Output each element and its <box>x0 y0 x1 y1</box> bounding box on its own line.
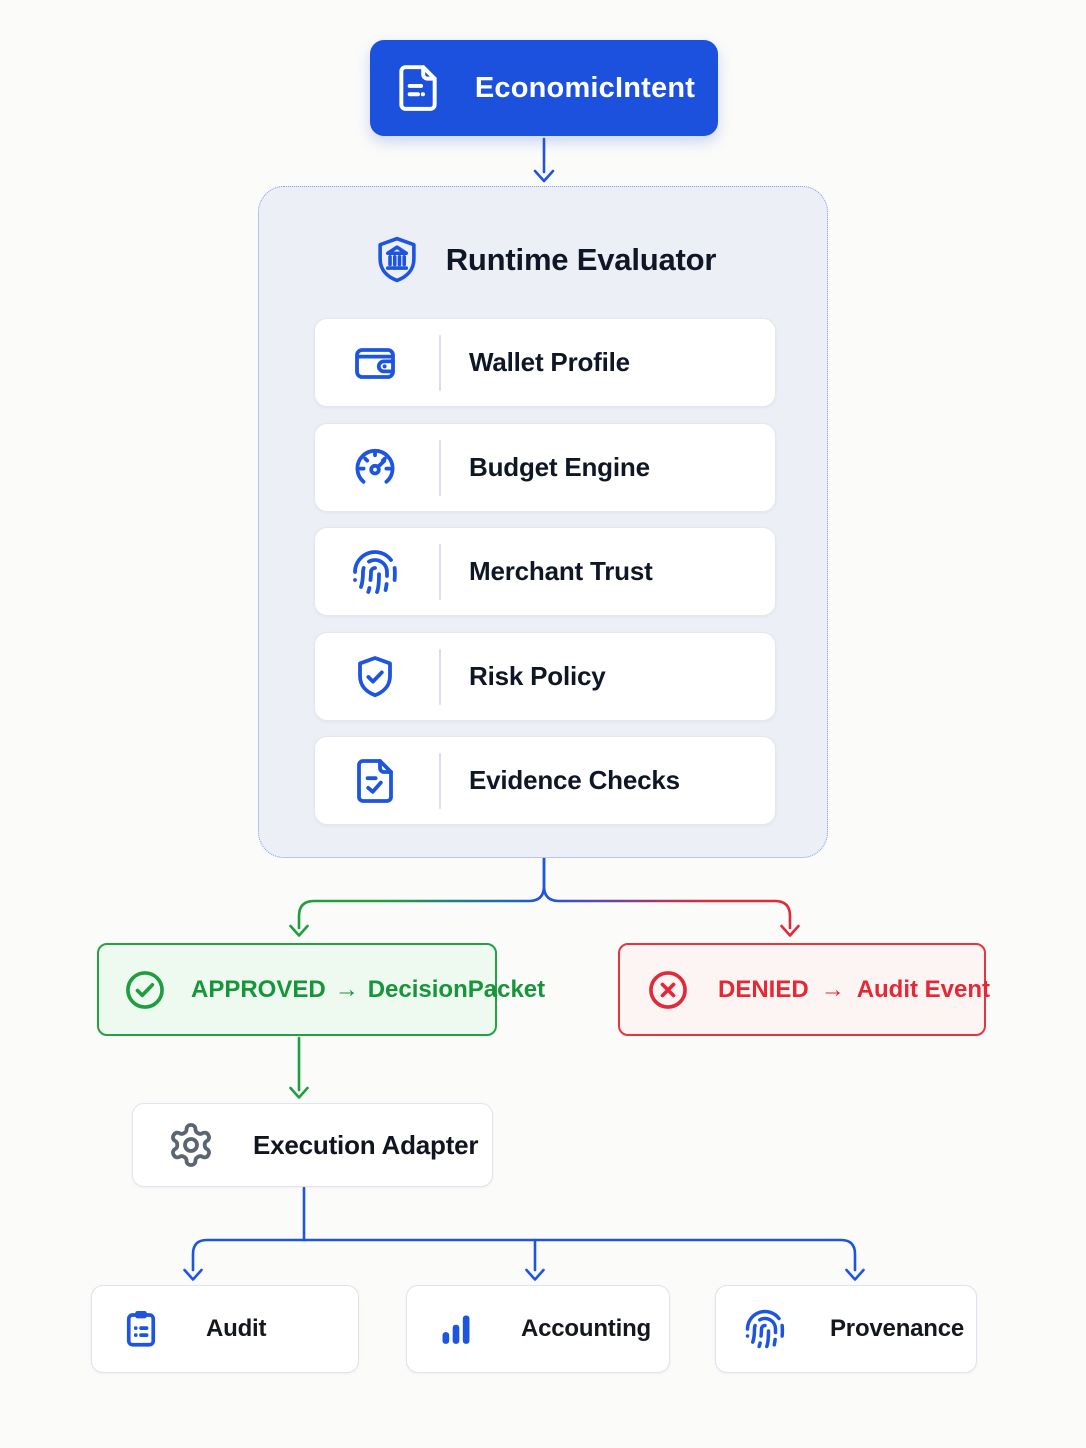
connector-evaluator-to-approved <box>297 856 546 930</box>
fingerprint-icon <box>351 548 399 596</box>
execution-adapter-node: Execution Adapter <box>132 1103 493 1187</box>
runtime-evaluator-header: Runtime Evaluator <box>259 231 827 289</box>
module-label: Budget Engine <box>469 452 650 482</box>
execution-adapter-label: Execution Adapter <box>253 1129 479 1160</box>
connector-evaluator-to-denied <box>542 856 792 930</box>
shield-bank-icon <box>370 233 424 287</box>
arrow-right-glyph: → <box>820 975 845 1003</box>
audit-node: Audit <box>91 1285 359 1373</box>
approved-status: APPROVED <box>191 975 326 1003</box>
wallet-icon <box>351 339 399 387</box>
divider <box>439 439 441 496</box>
divider <box>439 648 441 705</box>
audit-label: Audit <box>206 1315 267 1342</box>
arrowhead-approved <box>289 924 309 937</box>
divider <box>439 752 441 809</box>
module-label: Risk Policy <box>469 661 606 691</box>
shield-check-icon <box>351 653 399 701</box>
denied-node: DENIED → Audit Event <box>618 943 990 1036</box>
divider <box>439 334 441 391</box>
accounting-label: Accounting <box>521 1315 651 1342</box>
module-risk-policy: Risk Policy <box>314 632 776 721</box>
arrowhead-adapter <box>289 1086 309 1099</box>
approved-label: APPROVED → DecisionPacket <box>191 976 545 1004</box>
file-check-icon <box>351 757 399 805</box>
arrowhead-denied <box>780 924 800 937</box>
divider <box>439 543 441 600</box>
arrowhead-intent <box>533 169 555 183</box>
approved-node: APPROVED → DecisionPacket <box>97 943 545 1036</box>
module-label: Wallet Profile <box>469 347 630 377</box>
arrowhead-accounting <box>525 1268 545 1281</box>
connector-bus <box>191 1238 857 1272</box>
provenance-label: Provenance <box>830 1315 965 1342</box>
module-label: Merchant Trust <box>469 556 653 586</box>
provenance-node: Provenance <box>715 1285 977 1373</box>
fingerprint-icon <box>744 1308 786 1350</box>
bar-chart-icon <box>435 1308 477 1350</box>
economic-intent-node: EconomicIntent <box>370 40 718 136</box>
file-text-icon <box>393 63 443 113</box>
circle-check-icon <box>123 968 167 1012</box>
module-evidence-checks: Evidence Checks <box>314 736 776 825</box>
gear-icon <box>167 1121 215 1169</box>
gauge-icon <box>351 444 399 492</box>
denied-label: DENIED → Audit Event <box>718 976 990 1004</box>
module-wallet-profile: Wallet Profile <box>314 318 776 407</box>
arrowhead-audit <box>183 1268 203 1281</box>
approved-result: DecisionPacket <box>367 975 546 1003</box>
runtime-evaluator-container: Runtime Evaluator Wallet Profile <box>258 186 828 858</box>
accounting-node: Accounting <box>406 1285 670 1373</box>
economic-intent-label: EconomicIntent <box>474 71 696 104</box>
denied-result: Audit Event <box>856 975 991 1003</box>
module-label: Evidence Checks <box>469 765 680 795</box>
circle-x-icon <box>646 968 690 1012</box>
clipboard-list-icon <box>120 1308 162 1350</box>
denied-status: DENIED <box>718 975 809 1003</box>
runtime-evaluator-title: Runtime Evaluator <box>445 242 717 277</box>
arrow-right-glyph: → <box>334 975 359 1003</box>
module-budget-engine: Budget Engine <box>314 423 776 512</box>
module-merchant-trust: Merchant Trust <box>314 527 776 616</box>
arrowhead-provenance <box>845 1268 865 1281</box>
